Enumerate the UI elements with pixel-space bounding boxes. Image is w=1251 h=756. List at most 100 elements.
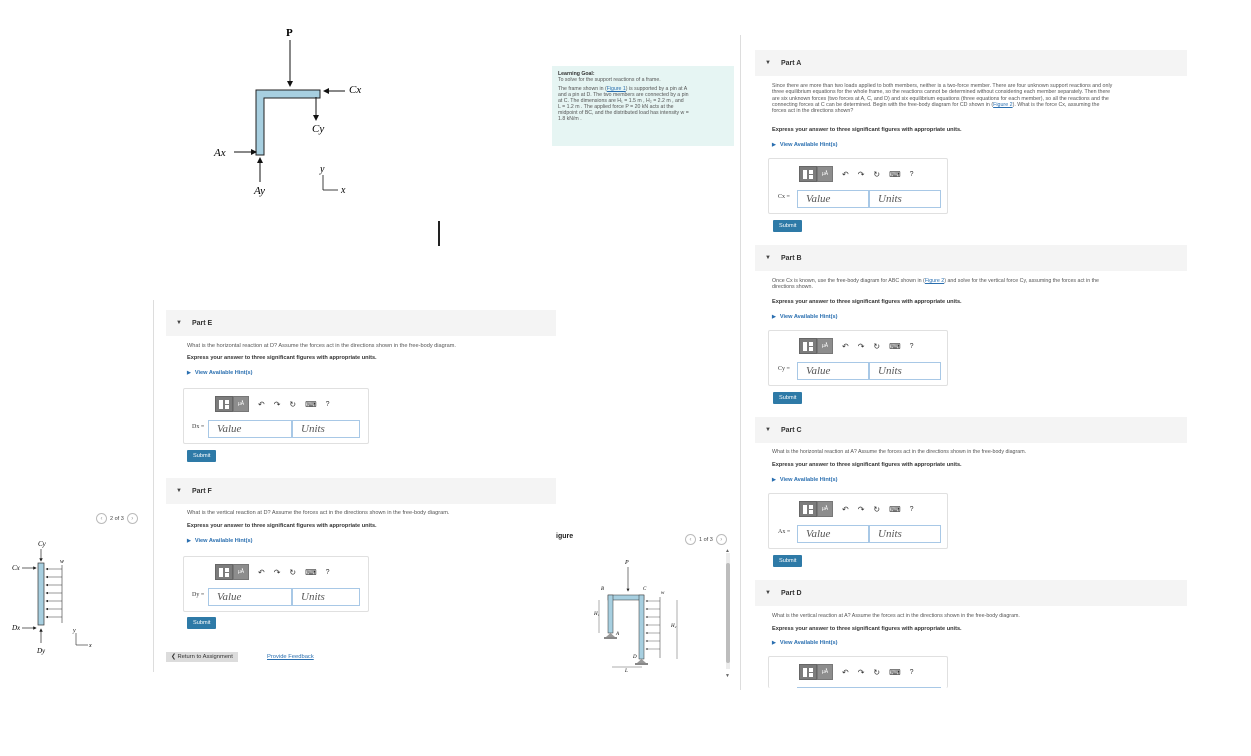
templates-icon[interactable] [215,396,233,412]
units-mu-button[interactable]: μÅ [817,664,833,680]
redo-icon[interactable]: ↷ [273,399,281,409]
part-a-submit-button[interactable]: Submit [773,220,803,232]
help-icon[interactable]: ? [325,400,330,408]
goal-title: Learning Goal: [558,71,595,77]
part-b-header[interactable]: ▼Part B [755,245,1187,271]
units-mu-button[interactable]: μÅ [233,564,249,580]
part-c-value-input[interactable]: Value [797,525,869,543]
undo-icon[interactable]: ↶ [842,504,849,514]
part-b-answer-box: μÅ ↶ ↷ ↻ ⌨ ? Cy = Value Units [768,330,948,386]
fig-frame-diagram: P B C w H₁ H₂ A D L [593,560,678,674]
reset-icon[interactable]: ↻ [289,399,297,409]
part-c-header[interactable]: ▼Part C [755,417,1187,443]
part-d-hints-link[interactable]: ▶View Available Hint(s) [772,640,838,646]
provide-feedback-link[interactable]: Provide Feedback [267,654,314,660]
help-icon[interactable]: ? [325,568,330,576]
figure-scrollbar-thumb[interactable] [726,563,730,663]
undo-icon[interactable]: ↶ [842,169,849,179]
part-a-express: Express your answer to three significant… [772,127,962,133]
undo-icon[interactable]: ↶ [258,567,265,577]
part-e-header[interactable]: ▼Part E [166,310,556,336]
part-a-units-input[interactable]: Units [869,190,941,208]
reset-icon[interactable]: ↻ [873,341,881,351]
undo-icon[interactable]: ↶ [842,341,849,351]
prev-figure-icon[interactable]: ‹ [685,534,696,545]
part-c-submit-button[interactable]: Submit [773,555,803,567]
units-mu-button[interactable]: μÅ [233,396,249,412]
units-mu-button[interactable]: μÅ [817,501,833,517]
label-l: L [624,669,628,674]
help-icon[interactable]: ? [909,505,914,513]
part-c-label: Ax = [778,529,791,535]
part-a-label: Cx = [778,194,790,200]
undo-icon[interactable]: ↶ [842,667,849,677]
reset-icon[interactable]: ↻ [873,169,881,179]
part-b-units-input[interactable]: Units [869,362,941,380]
part-a-hints-link[interactable]: ▶View Available Hint(s) [772,142,838,148]
caret-right-icon: ▶ [772,640,776,646]
units-mu-button[interactable]: μÅ [817,166,833,182]
redo-icon[interactable]: ↷ [857,169,865,179]
part-e-submit-button[interactable]: Submit [187,450,217,462]
caret-right-icon: ▶ [772,314,776,320]
part-a-header[interactable]: ▼Part A [755,50,1187,76]
part-b-submit-button[interactable]: Submit [773,392,803,404]
label-a: A [615,632,620,637]
figure-2-link[interactable]: Figure 2 [993,101,1013,108]
part-d-header[interactable]: ▼Part D [755,580,1187,606]
redo-icon[interactable]: ↷ [857,667,865,677]
redo-icon[interactable]: ↷ [857,504,865,514]
part-b-hints-link[interactable]: ▶View Available Hint(s) [772,314,838,320]
part-e-hints-link[interactable]: ▶View Available Hint(s) [187,370,253,376]
keyboard-icon[interactable]: ⌨ [305,567,317,577]
next-figure-icon[interactable]: › [126,513,138,524]
part-f-header[interactable]: ▼Part F [166,478,556,504]
help-icon[interactable]: ? [909,170,914,178]
figure-scrollbar-track[interactable] [726,553,730,669]
part-f-answer-box: μÅ ↶ ↷ ↻ ⌨ ? Dy = Value Units [183,556,369,612]
figure-1-link[interactable]: Figure 1 [606,86,626,92]
templates-icon[interactable] [215,564,233,580]
next-figure-icon[interactable]: › [715,534,727,545]
templates-icon[interactable] [799,501,817,517]
scroll-up-icon[interactable]: ▲ [725,548,730,554]
part-f-value-input[interactable]: Value [208,588,292,606]
redo-icon[interactable]: ↷ [273,567,281,577]
help-icon[interactable]: ? [909,342,914,350]
keyboard-icon[interactable]: ⌨ [889,667,901,677]
goal-subtitle: To solve for the support reactions of a … [558,77,661,83]
scroll-down-icon[interactable]: ▼ [725,673,730,679]
keyboard-icon[interactable]: ⌨ [889,169,901,179]
part-e-question: What is the horizontal reaction at D? As… [187,343,456,349]
label-d: D [632,655,637,660]
redo-icon[interactable]: ↷ [857,341,865,351]
templates-icon[interactable] [799,664,817,680]
part-a-value-input[interactable]: Value [797,190,869,208]
keyboard-icon[interactable]: ⌨ [889,341,901,351]
part-e-value-input[interactable]: Value [208,420,292,438]
keyboard-icon[interactable]: ⌨ [305,399,317,409]
help-icon[interactable]: ? [909,668,914,676]
part-c-express: Express your answer to three significant… [772,462,962,468]
templates-icon[interactable] [799,166,817,182]
templates-icon[interactable] [799,338,817,354]
reset-icon[interactable]: ↻ [873,667,881,677]
keyboard-icon[interactable]: ⌨ [889,504,901,514]
caret-right-icon: ▶ [772,477,776,483]
prev-figure-icon[interactable]: ‹ [96,513,107,524]
part-c-units-input[interactable]: Units [869,525,941,543]
part-f-submit-button[interactable]: Submit [187,617,217,629]
part-f-hints-link[interactable]: ▶View Available Hint(s) [187,538,253,544]
part-e-units-input[interactable]: Units [292,420,360,438]
label-cy: Cy [38,540,47,548]
goal-line-4: L = 1.2 m . The applied force P = 20 kN … [558,104,674,110]
part-f-units-input[interactable]: Units [292,588,360,606]
part-b-value-input[interactable]: Value [797,362,869,380]
return-to-assignment-button[interactable]: ❮ Return to Assignment [166,652,238,662]
part-c-hints-link[interactable]: ▶View Available Hint(s) [772,477,838,483]
figure-2-link[interactable]: Figure 2 [924,278,945,284]
undo-icon[interactable]: ↶ [258,399,265,409]
units-mu-button[interactable]: μÅ [817,338,833,354]
reset-icon[interactable]: ↻ [289,567,297,577]
reset-icon[interactable]: ↻ [873,504,881,514]
